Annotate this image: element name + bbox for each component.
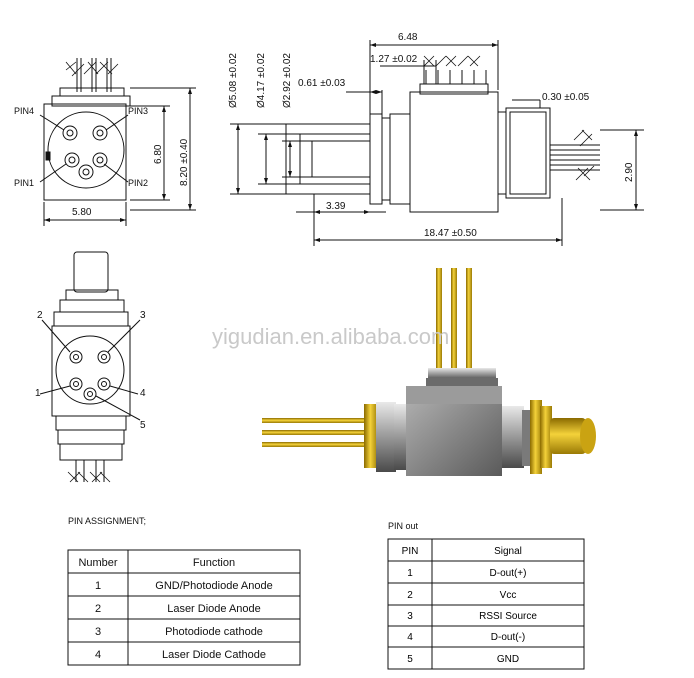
side-dia-outer-dim: Ø5.08 ±0.02	[228, 53, 239, 108]
side-dia-inner-dim: Ø2.92 ±0.02	[282, 53, 293, 108]
po-row5-signal: GND	[497, 654, 519, 665]
bottom-view	[39, 251, 141, 483]
front-height-outer-dim: 8.20 ±0.40	[179, 138, 190, 186]
po-row4-signal: D-out(-)	[491, 632, 525, 643]
side-dim-030: 0.30 ±0.05	[542, 92, 590, 103]
po-header-pin: PIN	[402, 546, 419, 557]
pa-row2-function: Laser Diode Anode	[167, 603, 261, 615]
front-pin3-label: PIN3	[128, 106, 148, 116]
po-row5-pin: 5	[407, 654, 413, 665]
pa-row4-number: 4	[95, 649, 101, 661]
pa-row4-function: Laser Diode Cathode	[162, 649, 266, 661]
photo-render	[262, 268, 596, 476]
bottom-pin-1: 1	[35, 388, 41, 399]
front-pin2-label: PIN2	[128, 178, 148, 188]
po-row1-pin: 1	[407, 568, 413, 579]
side-view	[230, 40, 644, 246]
front-width-dim: 5.80	[72, 207, 92, 218]
pa-row1-number: 1	[95, 580, 101, 592]
side-dim-127: 1.27 ±0.02	[370, 54, 418, 65]
side-dim-1847: 18.47 ±0.50	[424, 228, 477, 239]
front-pin4-label: PIN4	[14, 106, 34, 116]
pin-out-title: PIN out	[388, 521, 419, 531]
pin-assignment-title: PIN ASSIGNMENT;	[68, 516, 146, 526]
front-height-inner-dim: 6.80	[153, 144, 164, 164]
front-view	[39, 58, 196, 226]
po-row3-pin: 3	[407, 611, 413, 622]
bottom-pin-4: 4	[140, 388, 146, 399]
po-header-signal: Signal	[494, 546, 522, 557]
po-row4-pin: 4	[407, 632, 413, 643]
watermark: yigudian.en.alibaba.com	[212, 324, 449, 349]
pa-row2-number: 2	[95, 603, 101, 615]
bottom-pin-3: 3	[140, 310, 146, 321]
bottom-pin-5: 5	[140, 420, 146, 431]
side-dim-061: 0.61 ±0.03	[298, 78, 346, 89]
pa-row1-function: GND/Photodiode Anode	[155, 580, 272, 592]
po-row2-pin: 2	[407, 590, 413, 601]
side-dim-339: 3.39	[326, 201, 346, 212]
pa-row3-number: 3	[95, 626, 101, 638]
side-dim-290: 2.90	[624, 162, 635, 182]
pa-header-function: Function	[193, 557, 235, 569]
po-row3-signal: RSSI Source	[479, 611, 537, 622]
bottom-pin-2: 2	[37, 310, 43, 321]
pin-assignment-table	[67, 549, 301, 666]
po-row2-signal: Vcc	[500, 590, 517, 601]
side-dia-mid-dim: Ø4.17 ±0.02	[256, 53, 267, 108]
pin-out-table	[387, 538, 585, 670]
pa-row3-function: Photodiode cathode	[165, 626, 263, 638]
front-pin1-label: PIN1	[14, 178, 34, 188]
side-dim-648: 6.48	[398, 32, 418, 43]
po-row1-signal: D-out(+)	[490, 568, 527, 579]
pa-header-number: Number	[78, 557, 117, 569]
